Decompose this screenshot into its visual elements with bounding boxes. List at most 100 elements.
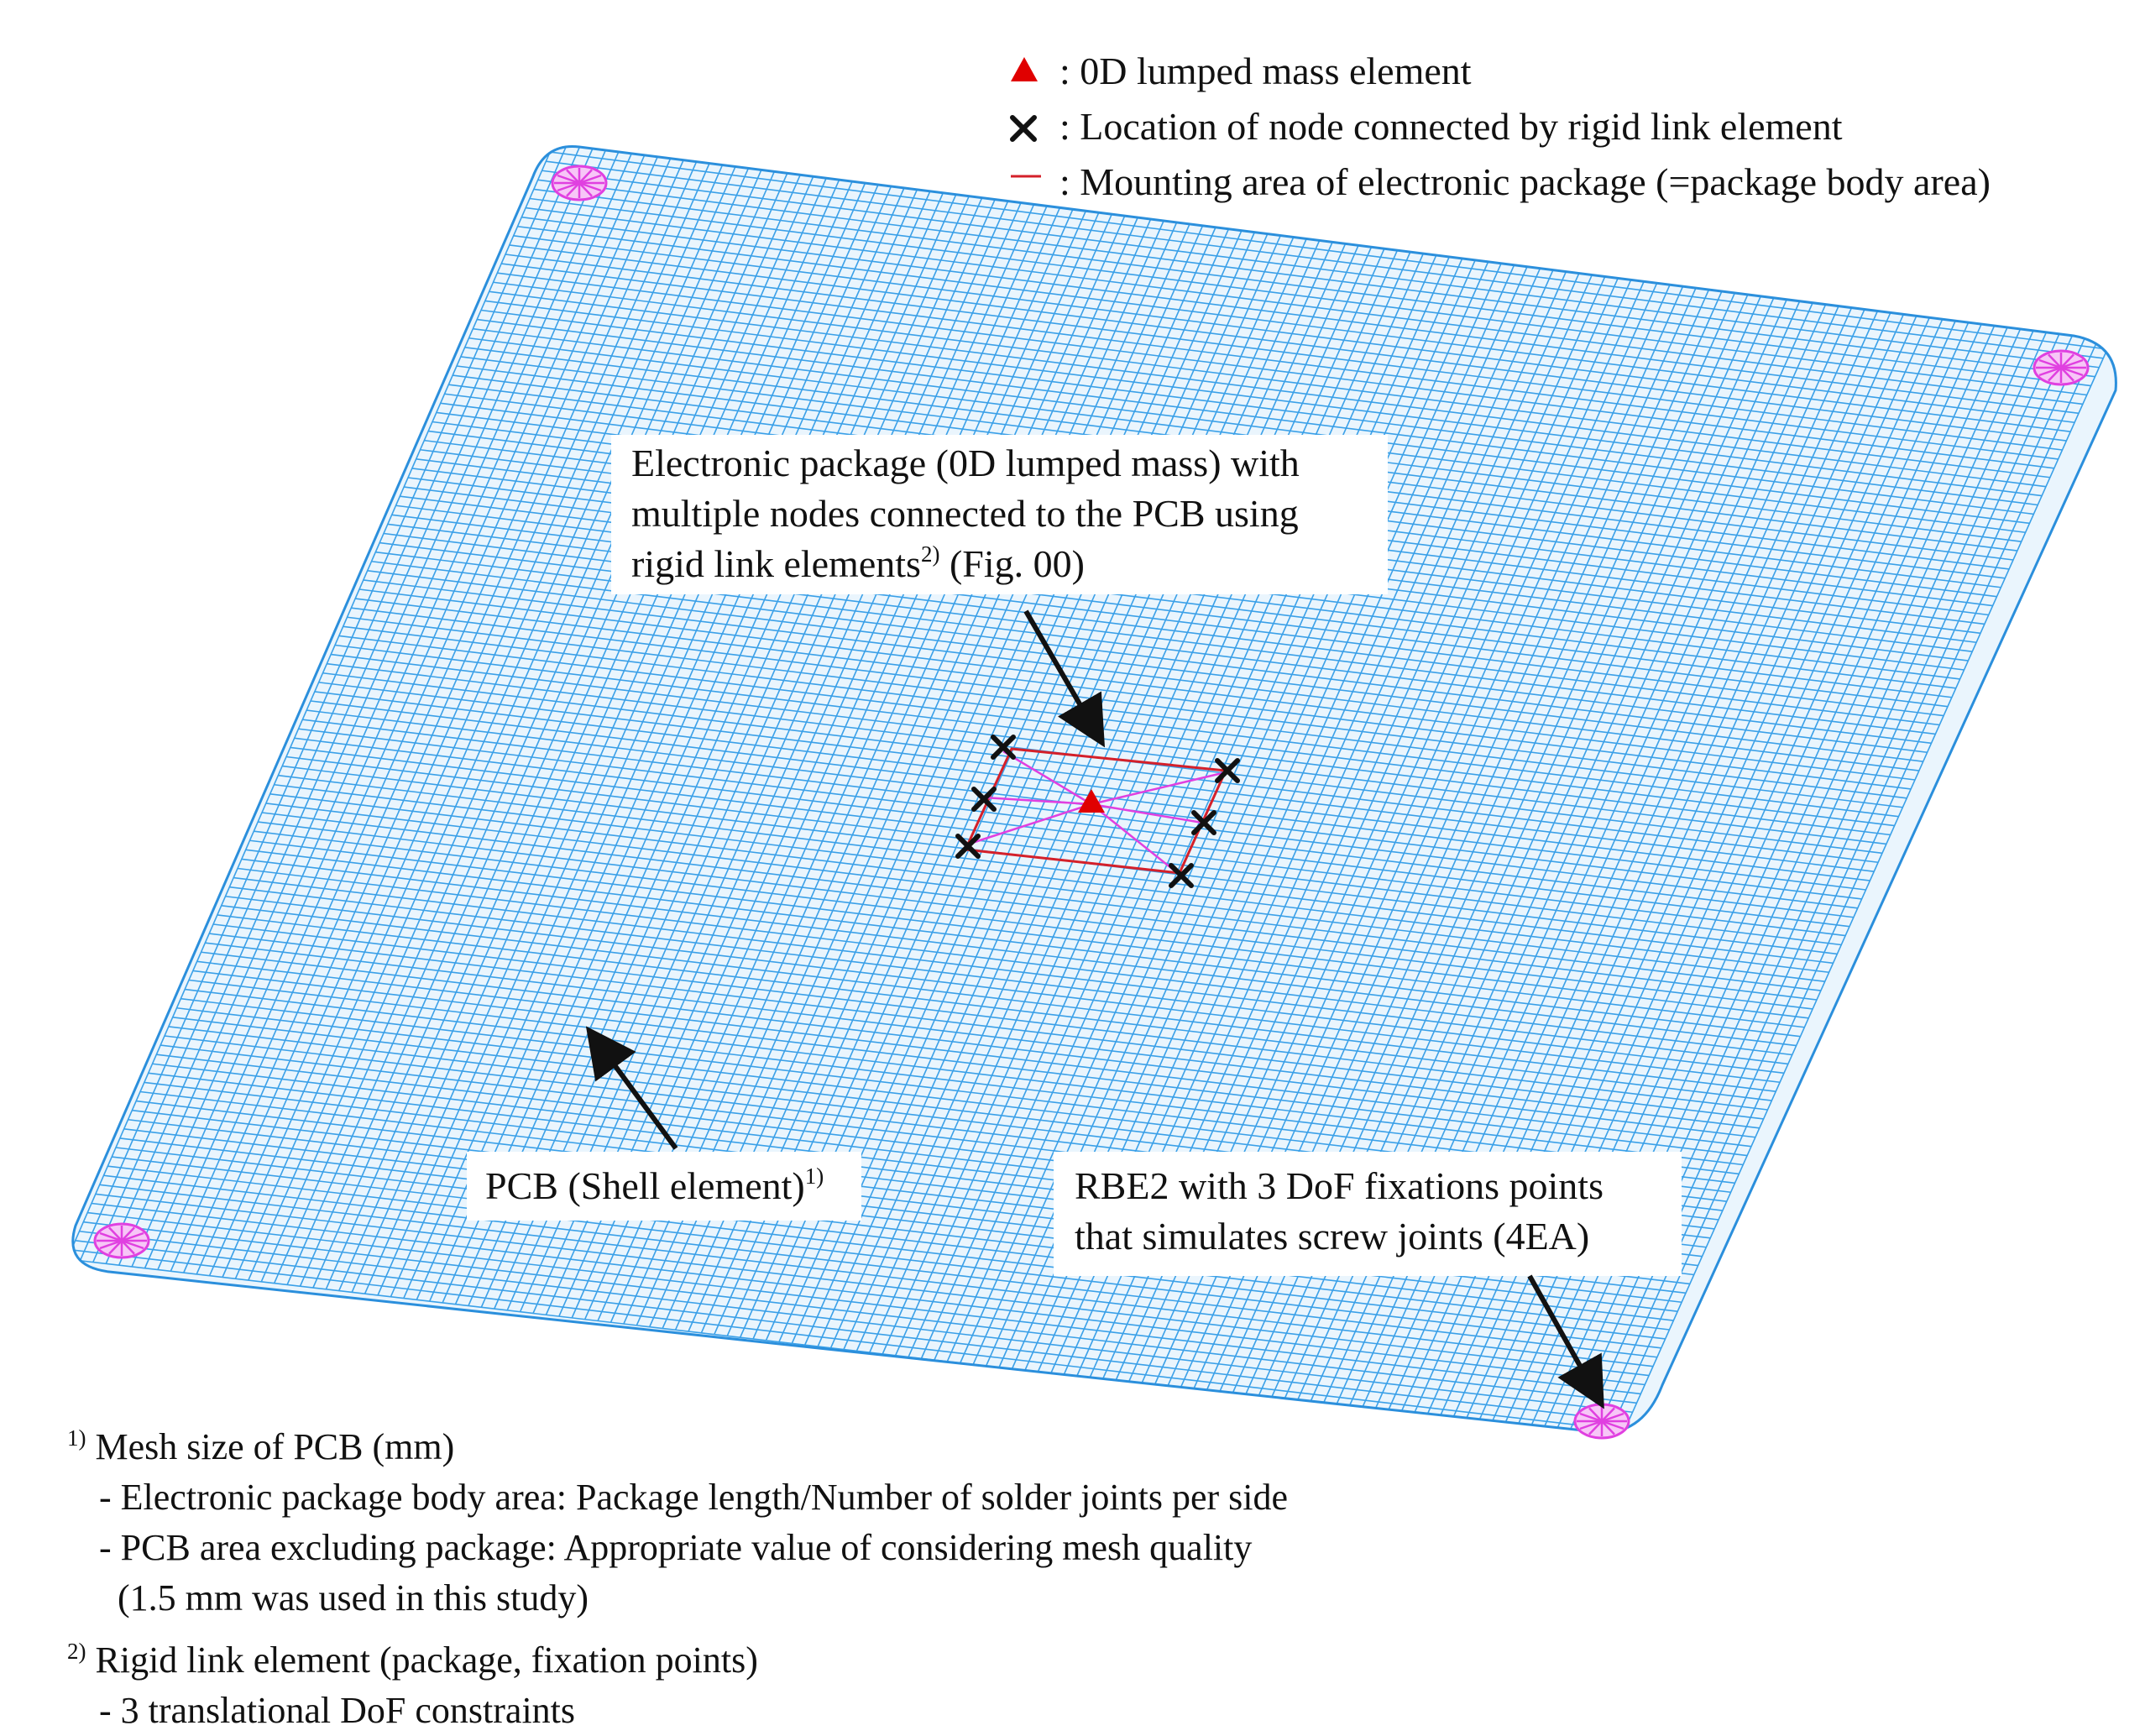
mesh-line (537, 179, 2095, 378)
node-cross-marker (1215, 758, 1240, 783)
callout-package-line-1: Electronic package (0D lumped mass) with (631, 442, 1300, 484)
mesh-line (269, 793, 1825, 982)
mesh-line (221, 905, 1776, 1092)
mesh-line (331, 653, 1886, 845)
mesh-line (290, 746, 1846, 937)
mesh-line (529, 197, 2087, 396)
mesh-line (509, 244, 2067, 442)
callout-rbe2-box (1054, 1152, 1682, 1276)
mesh-line (209, 933, 1764, 1120)
mesh-line (249, 839, 1805, 1028)
mesh-line (107, 1165, 1661, 1349)
fixation-spoke (1601, 1420, 1615, 1435)
fixation-spoke (578, 169, 593, 184)
legend-item-node-location: : Location of node connected by rigid li… (1059, 105, 1843, 148)
fixation-spoke (1579, 1420, 1603, 1430)
mesh-line (123, 1128, 1678, 1312)
mesh-line (87, 1211, 1641, 1395)
mesh-line (245, 849, 1801, 1038)
node-cross-marker (1169, 863, 1194, 888)
mesh-line (343, 625, 1899, 818)
lumped-mass-triangle (1078, 789, 1105, 813)
fixation-spoke (1588, 1420, 1603, 1435)
mesh-line (192, 970, 1748, 1157)
electronic-package (955, 735, 1240, 888)
node-cross-marker (1191, 810, 1216, 835)
fixation-point-bottom-left (93, 1222, 150, 1259)
fixation-spoke (566, 182, 580, 197)
fixation-spoke (2048, 353, 2062, 369)
mesh-line (99, 1184, 1654, 1367)
mesh-line (489, 290, 2047, 488)
mesh-line (258, 821, 1813, 1010)
mesh-line (355, 598, 1912, 790)
mesh-line (513, 235, 2071, 432)
fixation-spokes (97, 1226, 147, 1256)
arrow-to-fixation (1527, 1274, 1604, 1409)
legend-black-cross-icon (1010, 115, 1037, 142)
mesh-line (72, 1249, 1624, 1431)
fixation-spoke (1601, 1407, 1615, 1422)
rigid-link-spokes (969, 750, 1227, 876)
mesh-line (334, 644, 1891, 836)
mesh-line (298, 728, 1854, 918)
fixation-spoke (1588, 1407, 1603, 1422)
footnote-2-title: 2) Rigid link element (package, fixation… (67, 1639, 758, 1681)
mesh-line (302, 719, 1858, 909)
fixation-spoke (2038, 366, 2062, 377)
mesh-line (196, 960, 1752, 1148)
fixation-spoke (578, 181, 602, 192)
mesh-line (533, 188, 2091, 387)
mesh-line (205, 942, 1760, 1129)
fixation-spoke (2048, 367, 2062, 382)
mesh-line (95, 1193, 1650, 1377)
mesh-line (338, 635, 1895, 827)
legend-item-mounting-area: : Mounting area of electronic package (=… (1059, 160, 1991, 203)
fixation-spoke (2060, 353, 2074, 369)
footnotes: 1) Mesh size of PCB (mm) - Electronic pa… (67, 1425, 1288, 1731)
mesh-line (103, 1174, 1657, 1358)
callout-rbe2-line-1: RBE2 with 3 DoF fixations points (1075, 1164, 1604, 1207)
mesh-line (237, 867, 1792, 1056)
pcb-board-fill (72, 146, 2116, 1433)
mesh-line (229, 886, 1785, 1075)
fixation-point-bottom-right (1573, 1403, 1630, 1440)
fixation-spokes (2036, 353, 2086, 383)
mesh-line (185, 988, 1740, 1175)
fixation-spoke (578, 174, 602, 185)
mesh-line (505, 254, 2063, 451)
rigid-link-node-markers (955, 735, 1240, 888)
callout-rbe2-line-2: that simulates screw joints (4EA) (1075, 1215, 1589, 1258)
fixation-spoke (99, 1231, 123, 1242)
mesh-line (241, 858, 1797, 1047)
callout-package: Electronic package (0D lumped mass) with… (611, 435, 1388, 594)
callout-package-line-2: multiple nodes connected to the PCB usin… (631, 492, 1299, 535)
mesh-line (314, 691, 1870, 881)
mesh-line (501, 263, 2059, 460)
fixation-spoke (108, 1226, 123, 1242)
mesh-line (497, 272, 2054, 469)
mesh-line (318, 682, 1875, 872)
footnote-1-line-3: (1.5 mm was used in this study) (118, 1577, 589, 1618)
mesh-line (83, 1221, 1637, 1404)
callout-pcb-box (467, 1152, 861, 1221)
mesh-line (265, 803, 1821, 991)
mesh-line (550, 151, 2108, 350)
callout-rbe2: RBE2 with 3 DoF fixations points that si… (1054, 1152, 1682, 1276)
mesh-line (261, 812, 1818, 1001)
fixation-point-top-right (2033, 349, 2090, 386)
fixation-spokes (1577, 1406, 1627, 1436)
node-cross-marker (971, 787, 997, 812)
mesh-line (201, 951, 1755, 1138)
mesh-line (233, 876, 1788, 1065)
mesh-line (473, 327, 2030, 525)
mesh-line (367, 570, 1923, 762)
fixation-spoke (99, 1239, 123, 1250)
arrow-to-package (1023, 609, 1106, 748)
mesh-line (75, 1240, 1629, 1422)
callout-pcb: PCB (Shell element)1) (467, 1152, 861, 1221)
mesh-line (351, 607, 1907, 799)
fixation-spoke (2060, 367, 2074, 382)
fixation-spoke (2060, 366, 2084, 377)
fixation-spoke (2060, 358, 2084, 369)
